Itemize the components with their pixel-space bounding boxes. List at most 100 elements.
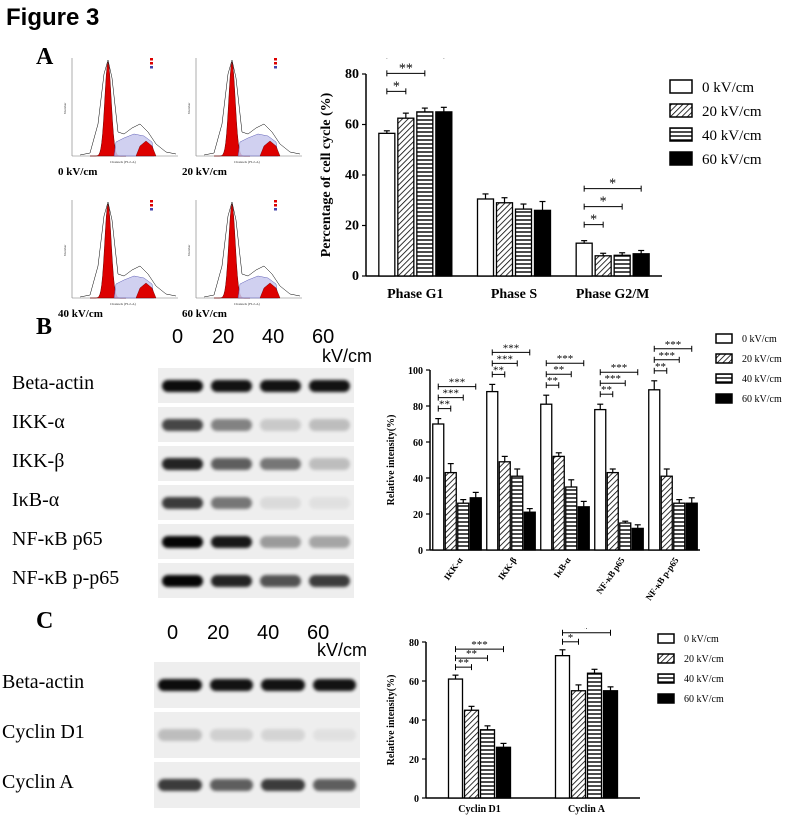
bar	[498, 461, 511, 551]
bar	[486, 390, 499, 551]
flow-legend-swatch	[150, 204, 153, 207]
bar	[540, 403, 553, 551]
blot-strip	[158, 368, 354, 403]
flow-legend-swatch	[274, 200, 277, 203]
bar	[613, 254, 631, 277]
y-axis-label: Relative intensity(%)	[386, 415, 397, 506]
bar	[648, 389, 661, 551]
category-label: NF-κB p-p65	[644, 555, 681, 602]
significance-label: **	[466, 648, 477, 660]
significance-label: **	[439, 399, 450, 411]
blot-strip	[158, 407, 354, 442]
legend-label: 0 kV/cm	[684, 634, 719, 645]
bar	[435, 111, 453, 277]
blot-band	[211, 535, 252, 548]
blot-band	[209, 679, 253, 691]
g2-peak	[259, 140, 281, 157]
bar	[523, 511, 536, 551]
flow-xlabel: Channels (FL2-A)	[110, 160, 137, 164]
significance-label: ***	[605, 373, 622, 385]
bar	[619, 522, 632, 551]
blot-band	[261, 729, 305, 741]
significance-label: ***	[443, 388, 460, 400]
flow-panel-label: 0 kV/cm	[58, 166, 98, 178]
unit-label: kV/cm	[317, 640, 368, 660]
blot-band	[309, 535, 350, 548]
blot-band	[211, 379, 252, 392]
y-tick-label: 60	[413, 438, 423, 449]
blot-band	[209, 779, 253, 791]
blot-strip	[158, 485, 354, 520]
y-tick-label: 0	[352, 269, 359, 284]
y-axis-label: Relative intensity(%)	[386, 675, 397, 766]
bar	[533, 209, 552, 277]
y-tick-label: 40	[409, 716, 419, 727]
y-tick-label: 40	[345, 168, 359, 183]
bar	[457, 502, 470, 551]
legend-label: 20 kV/cm	[684, 654, 724, 665]
y-tick-label: 80	[409, 638, 419, 649]
legend-label: 40 kV/cm	[742, 374, 782, 385]
blot-band	[260, 574, 301, 587]
lane-60-label: 60	[307, 622, 330, 644]
significance-label: *	[584, 628, 590, 635]
flow-trace	[203, 201, 301, 298]
blot-band	[260, 418, 301, 431]
blot-row-label: NF-κB p-p65	[12, 566, 120, 589]
flow-xlabel: Channels (FL2-A)	[234, 160, 261, 164]
blot-band	[260, 379, 301, 392]
bar	[570, 690, 587, 799]
lane-20-label: 20	[207, 622, 230, 644]
legend-label: 60 kV/cm	[742, 394, 782, 405]
legend-label: 60 kV/cm	[684, 694, 724, 705]
blot-band	[162, 574, 203, 587]
panel-label-b: B	[36, 314, 53, 340]
blot-row-label: Beta-actin	[2, 671, 85, 693]
panel-label-a: A	[36, 44, 54, 70]
y-tick-label: 0	[418, 546, 423, 557]
blot-band	[309, 379, 350, 392]
category-label: IKK-β	[496, 555, 519, 582]
legend-swatch	[669, 79, 693, 94]
flow-xlabel: Channels (FL2-A)	[110, 302, 137, 306]
blot-row-label: IκB-α	[12, 488, 60, 511]
legend-label: 0 kV/cm	[742, 334, 777, 345]
blot-band	[211, 418, 252, 431]
category-label: Phase S	[491, 287, 538, 302]
lane-40-label: 40	[257, 622, 280, 644]
y-tick-label: 20	[345, 219, 359, 234]
significance-label: **	[547, 375, 558, 387]
lane-0-label: 0	[172, 326, 184, 348]
bar	[631, 527, 644, 551]
y-tick-label: 60	[409, 677, 419, 688]
blot-row-label: NF-κB p65	[12, 527, 103, 550]
blot-band	[260, 535, 301, 548]
legend-label: 60 kV/cm	[702, 152, 762, 168]
legend-label: 20 kV/cm	[702, 104, 762, 120]
flow-ylabel: Number	[63, 102, 67, 114]
flow-trace	[79, 201, 177, 298]
g2-peak	[135, 282, 157, 299]
bar	[378, 132, 396, 277]
blot-band	[312, 679, 356, 691]
flow-ylabel: Number	[187, 102, 191, 114]
bar	[685, 502, 698, 551]
flow-legend-swatch	[274, 62, 277, 65]
bar	[476, 198, 495, 277]
flow-ylabel: Number	[63, 244, 67, 256]
blot-band	[309, 574, 350, 587]
y-axis-label: Percentage of cell cycle (%)	[319, 92, 334, 257]
y-tick-label: 0	[414, 794, 419, 805]
bar	[514, 208, 533, 277]
significance-label: ***	[557, 353, 574, 365]
significance-label: ***	[449, 377, 466, 389]
lane-0-label: 0	[167, 622, 179, 644]
y-tick-label: 20	[413, 510, 423, 521]
bar	[565, 486, 578, 551]
